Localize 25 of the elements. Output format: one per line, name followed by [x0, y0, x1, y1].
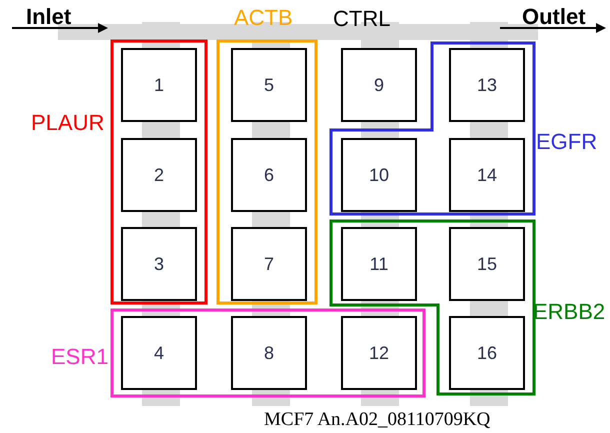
chamber-square: 1 — [121, 48, 197, 122]
chamber-square: 11 — [341, 227, 417, 301]
gene-label: ESR1 — [51, 346, 108, 368]
chamber-square: 5 — [231, 48, 307, 122]
chamber-square: 8 — [231, 316, 307, 390]
sample-caption: MCF7 An.A02_08110709KQ — [264, 410, 490, 429]
chamber-square: 3 — [121, 227, 197, 301]
gene-label: EGFR — [536, 131, 598, 153]
chamber-square: 13 — [449, 48, 525, 122]
gene-label: PLAUR — [31, 112, 104, 134]
gene-label: ACTB — [234, 7, 293, 29]
chamber-square: 16 — [449, 316, 525, 390]
chamber-square: 9 — [341, 48, 417, 122]
chamber-square: 2 — [121, 138, 197, 212]
chamber-square: 6 — [231, 138, 307, 212]
chamber-square: 10 — [341, 138, 417, 212]
outlet-label: Outlet — [522, 6, 586, 28]
chamber-square: 4 — [121, 316, 197, 390]
gene-label: ERBB2 — [533, 301, 606, 323]
inlet-label: Inlet — [26, 6, 72, 28]
chamber-square: 12 — [341, 316, 417, 390]
chamber-square: 15 — [449, 227, 525, 301]
chamber-square: 14 — [449, 138, 525, 212]
chamber-square: 7 — [231, 227, 307, 301]
control-label: CTRL — [333, 8, 390, 30]
